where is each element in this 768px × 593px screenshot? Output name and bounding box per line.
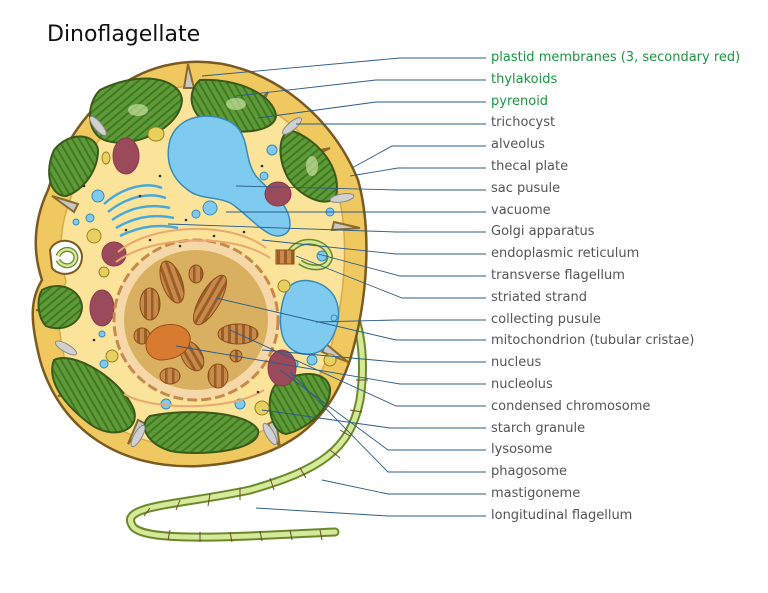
pyrenoids bbox=[128, 98, 318, 176]
label-condensed-chromosome: condensed chromosome bbox=[491, 398, 651, 414]
sac-pusule bbox=[167, 115, 291, 237]
label-mitochondrion-tubular-cristae: mitochondrion (tubular cristae) bbox=[491, 333, 695, 349]
transverse-flagellum bbox=[48, 239, 334, 275]
label-alveolus: alveolus bbox=[491, 137, 545, 153]
label-thylakoids: thylakoids bbox=[491, 71, 558, 87]
leader-lines bbox=[167, 57, 486, 517]
mastigoneme bbox=[143, 379, 368, 543]
label-vacuome: vacuome bbox=[491, 202, 551, 218]
endoplasmic-reticulum bbox=[115, 227, 271, 408]
label-pyrenoid: pyrenoid bbox=[491, 93, 549, 109]
trichocysts bbox=[54, 115, 355, 448]
starch-granules bbox=[86, 126, 337, 416]
label-endoplasmic-reticulum: endoplasmic reticulum bbox=[491, 246, 640, 262]
label-mastigoneme: mastigoneme bbox=[491, 486, 581, 501]
label-transverse-flagellum: transverse flagellum bbox=[491, 268, 625, 283]
label-striated-strand: striated strand bbox=[491, 289, 587, 305]
label-thecal-plate: thecal plate bbox=[491, 159, 569, 174]
label-collecting-pusule: collecting pusule bbox=[491, 311, 601, 327]
label-lysosome: lysosome bbox=[491, 442, 553, 458]
golgi-apparatus bbox=[103, 184, 179, 238]
label-golgi-apparatus: Golgi apparatus bbox=[491, 224, 595, 240]
label-starch-granule: starch granule bbox=[491, 420, 586, 436]
label-trichocyst: trichocyst bbox=[491, 115, 556, 131]
nucleolus bbox=[145, 324, 191, 361]
collecting-pusule bbox=[279, 279, 340, 355]
label-nucleus: nucleus bbox=[491, 355, 542, 371]
label-nucleolus: nucleolus bbox=[491, 377, 553, 392]
label-sac-pusule: sac pusule bbox=[491, 180, 561, 196]
diagram-title: Dinoflagellate bbox=[47, 22, 201, 47]
label-longitudinal-flagellum: longitudinal flagellum bbox=[491, 507, 633, 523]
cytoplasmic-dots bbox=[82, 164, 264, 394]
striated-strand bbox=[275, 249, 295, 265]
label-phagosome: phagosome bbox=[491, 464, 568, 480]
label-plastid-membranes-3-secondary-red: plastid membranes (3, secondary red) bbox=[491, 50, 741, 65]
